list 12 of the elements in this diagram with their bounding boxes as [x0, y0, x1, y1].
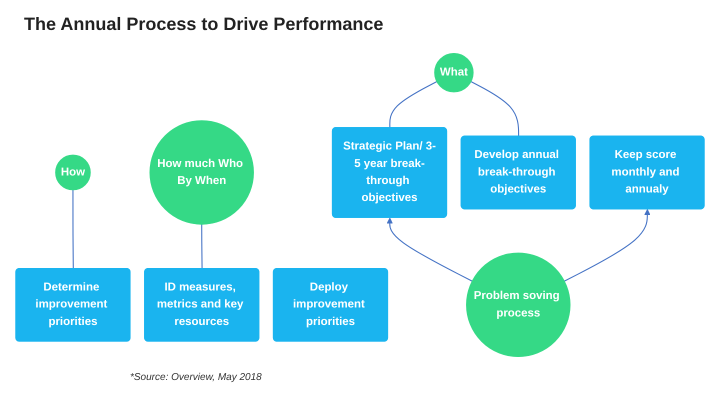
- connector: [470, 81, 520, 136]
- node-circle: What: [434, 52, 474, 92]
- connector: [389, 81, 437, 128]
- node-circle: How much Who By When: [150, 120, 254, 225]
- arrow: [564, 209, 650, 282]
- arrow: [386, 218, 472, 282]
- diagram-title: The Annual Process to Drive Performance: [24, 14, 384, 35]
- node-circle: How: [55, 154, 91, 190]
- node-circle: Problem soving process: [466, 252, 570, 358]
- connector: [201, 224, 203, 269]
- source-caption: *Source: Overview, May 2018: [130, 372, 262, 383]
- connector: [72, 190, 74, 269]
